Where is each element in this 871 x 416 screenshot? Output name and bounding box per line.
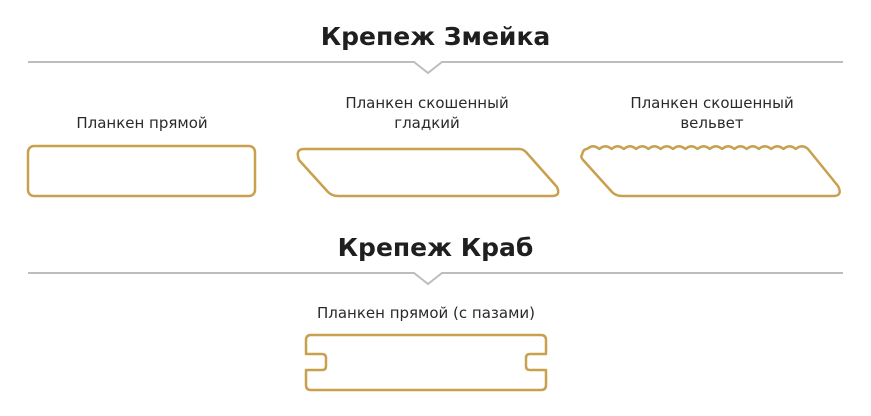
- label-line: Планкен прямой: [76, 114, 208, 132]
- label-planken-grooved: Планкен прямой (с пазами): [286, 303, 566, 323]
- section-title-krab: Крепеж Краб: [337, 233, 534, 262]
- section-title-zmeyka: Крепеж Змейка: [320, 22, 551, 51]
- label-planken-straight: Планкен прямой: [2, 113, 282, 133]
- label-line: гладкий: [394, 114, 460, 132]
- label-line: вельвет: [680, 114, 744, 132]
- label-planken-beveled-velvet: Планкен скошенный вельвет: [572, 93, 852, 133]
- label-line: Планкен скошенный: [630, 94, 794, 112]
- label-planken-beveled-smooth: Планкен скошенный гладкий: [287, 93, 567, 133]
- label-line: Планкен прямой (с пазами): [316, 304, 536, 322]
- label-line: Планкен скошенный: [345, 94, 509, 112]
